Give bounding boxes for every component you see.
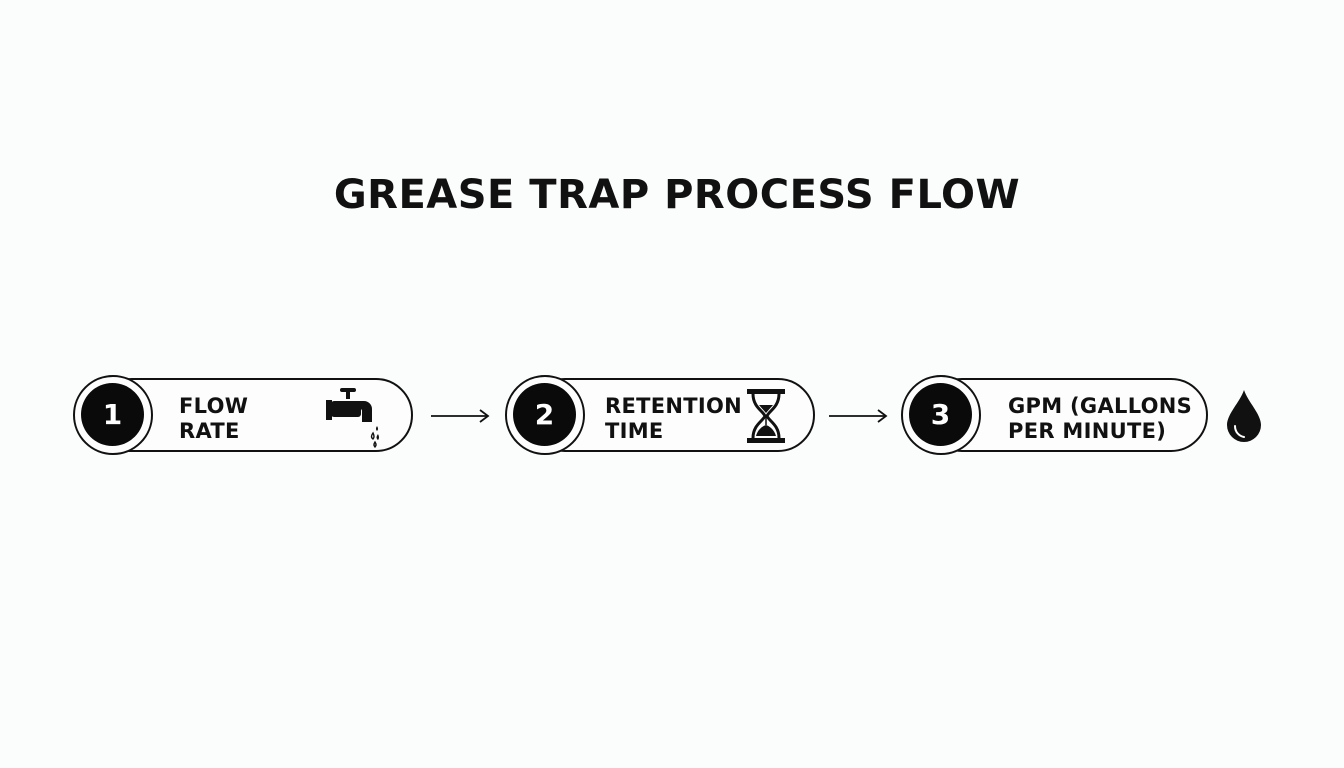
water-drop-icon <box>1227 390 1261 442</box>
diagram-title: GREASE TRAP PROCESS FLOW <box>333 172 1021 218</box>
step-1-number: 1 <box>81 383 144 446</box>
step-2-label-line-2: TIME <box>605 419 664 443</box>
step-2-label: RETENTION TIME <box>605 394 742 444</box>
step-2-number-badge: 2 <box>505 375 585 455</box>
step-2-label-line-1: RETENTION <box>605 394 743 418</box>
step-1-label-line-1: FLOW <box>179 394 249 418</box>
step-1-number-badge: 1 <box>73 375 153 455</box>
faucet-icon <box>326 388 379 448</box>
step-3-label-line-1: GPM (GALLONS <box>1008 394 1193 418</box>
arrow-1-to-2 <box>431 409 490 423</box>
step-2-number: 2 <box>513 383 576 446</box>
hourglass-icon <box>747 389 785 443</box>
step-3-label: GPM (GALLONS PER MINUTE) <box>1008 394 1192 444</box>
step-3-number-badge: 3 <box>901 375 981 455</box>
step-1-label-line-2: RATE <box>179 419 240 443</box>
step-3-label-line-2: PER MINUTE) <box>1008 419 1167 443</box>
step-1-label: FLOW RATE <box>179 394 248 444</box>
step-3-number: 3 <box>909 383 972 446</box>
arrow-2-to-3 <box>829 409 888 423</box>
